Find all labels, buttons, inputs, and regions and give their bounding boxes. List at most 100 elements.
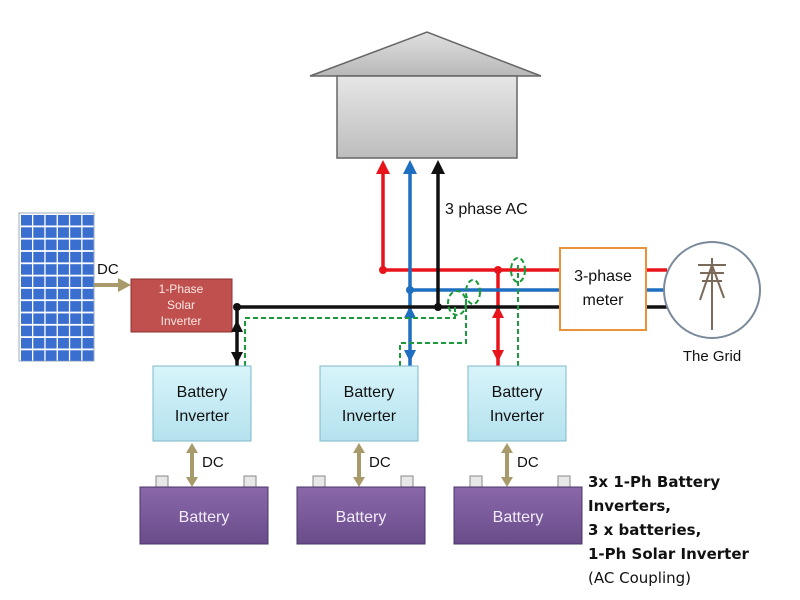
solar-cell [82,239,94,251]
solar-cell [57,264,69,275]
note-line-3: 1-Ph Solar Inverter [588,545,749,563]
battery-inverter [467,365,567,442]
solar-cell [57,215,69,226]
blue-phase-line [408,172,667,366]
solar-cell [82,227,94,238]
solar-cell [57,325,69,337]
solar-cell [33,276,45,287]
solar-cell [57,239,69,251]
solar-cell [21,350,32,361]
grid-label: The Grid [683,348,741,365]
solar-cell [82,288,94,300]
solar-cell [45,288,57,300]
battery [296,486,426,545]
dc-label-battery: DC [369,454,391,471]
meter-label-2: meter [583,292,625,309]
solar-cell [33,288,45,300]
solar-cell [45,325,57,337]
solar-cell [33,227,45,238]
meter-label-1: 3-phase [574,268,632,285]
solar-cell [45,215,57,226]
solar-cell [70,313,82,324]
battery-inverter-label: Inverter [490,408,545,425]
note-line-2: 3 x batteries, [588,521,702,539]
solar-cell [45,301,57,312]
solar-cell [70,325,82,337]
solar-cell [45,313,57,324]
solar-cell [70,276,82,287]
solar-cell [45,264,57,275]
battery-terminal [557,475,571,488]
solar-cell [70,301,82,312]
battery-inverter-label: Battery [177,384,228,401]
battery-inverter [152,365,252,442]
battery [453,486,583,545]
solar-cell [57,350,69,361]
black-neutral-arrow-up [431,160,445,174]
ac-label: 3 phase AC [445,201,528,218]
solar-cell [82,301,94,312]
solar-cell [70,251,82,263]
solar-cell [70,227,82,238]
utility-pole-icon [698,258,726,330]
battery-inverter [319,365,419,442]
solar-cell [21,239,32,251]
solar-cell [70,215,82,226]
solar-cell [21,215,32,226]
solar-cell [21,301,32,312]
solar-cell [82,325,94,337]
battery-terminal [400,475,414,488]
solar-cell [21,251,32,263]
battery-inverter-label: Inverter [342,408,397,425]
solar-cell [21,288,32,300]
solar-inverter-label-3: Inverter [161,314,202,328]
solar-cell [21,227,32,238]
red-phase-arrow-down [492,350,504,362]
battery-label: Battery [179,509,230,526]
black-neutral-arrow-up-inv [231,320,243,332]
dc-arrow-panel [94,278,131,292]
solar-cell [70,338,82,349]
solar-cell [33,313,45,324]
dc-label-battery: DC [517,454,539,471]
solar-inverter [130,278,233,333]
house [309,31,542,159]
solar-cell [82,313,94,324]
dc-arrow-head-up [186,443,198,453]
solar-cell [21,264,32,275]
solar-cell [57,338,69,349]
solar-cell [21,313,32,324]
red-phase-arrow-up-inv [492,306,504,318]
solar-cell [70,350,82,361]
note-line-4: (AC Coupling) [588,569,691,587]
solar-cell [82,251,94,263]
solar-inverter-label-2: Solar [167,298,195,312]
note-line-1: 3x 1-Ph Battery Inverters, [588,473,721,515]
blue-phase-arrow-up [403,160,417,174]
dc-arrow-head-up [353,443,365,453]
solar-cell [33,264,45,275]
battery-terminal [312,475,326,488]
black-neutral-arrow-down [231,352,243,364]
battery-terminal [243,475,257,488]
solar-cell [70,239,82,251]
solar-cell [45,338,57,349]
battery-inverter-label: Battery [492,384,543,401]
solar-cell [33,325,45,337]
grid [663,241,761,339]
dc-arrow-head-down [186,477,198,487]
blue-phase-arrow-up-inv [404,306,416,318]
solar-cell [82,264,94,275]
solar-cell [57,288,69,300]
solar-cell [33,301,45,312]
battery-inverter-label: Inverter [175,408,230,425]
solar-cell [33,350,45,361]
solar-cell [57,276,69,287]
solar-cell [57,301,69,312]
solar-cell [45,239,57,251]
solar-cell [57,251,69,263]
solar-cell [45,350,57,361]
battery-inverter-label: Battery [344,384,395,401]
solar-panel [18,212,95,362]
battery-label: Battery [493,509,544,526]
